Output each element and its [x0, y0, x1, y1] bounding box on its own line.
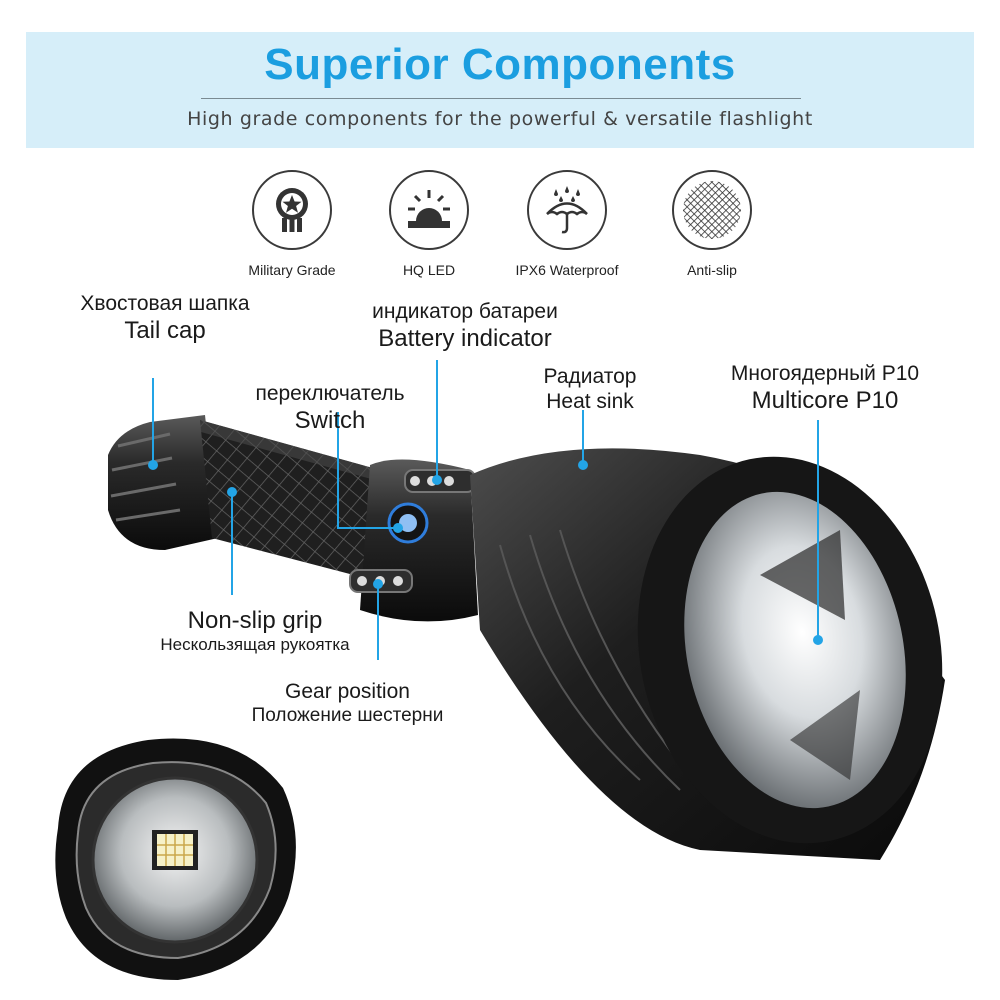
front-view-inset — [55, 738, 296, 980]
feature-hq-led: HQ LED — [349, 170, 509, 278]
callout-multicore-en: Multicore P10 — [751, 386, 899, 414]
feature-anti-slip: Anti-slip — [632, 170, 792, 278]
callout-gear: Gear position Положение шестерни — [225, 680, 470, 727]
feature-label: HQ LED — [402, 262, 456, 278]
lens-bezel — [637, 456, 943, 844]
page-subtitle: High grade components for the powerful &… — [187, 108, 813, 130]
header-banner: Superior Components High grade component… — [26, 32, 974, 148]
feature-waterproof: IPX6 Waterproof — [487, 170, 647, 278]
tail-cap — [108, 415, 218, 550]
callout-switch-en: Switch — [294, 406, 366, 434]
callout-heat-sink: Радиатор Heat sink — [520, 365, 660, 415]
page-title: Superior Components — [264, 40, 736, 89]
title-divider — [201, 98, 801, 99]
callout-battery: индикатор батареи Battery indicator — [330, 300, 600, 353]
callout-switch: переключатель Switch — [230, 382, 430, 435]
led-sunrise-icon — [389, 170, 469, 250]
callout-grip-en: Non-slip grip — [187, 607, 323, 634]
feature-label: Military Grade — [248, 262, 336, 278]
callout-gear-en: Gear position — [285, 680, 410, 703]
callout-gear-ru: Положение шестерни — [251, 704, 444, 726]
callout-switch-ru: переключатель — [255, 382, 405, 405]
feature-label: Anti-slip — [687, 262, 737, 278]
callout-multicore: Многоядерный P10 Multicore P10 — [700, 362, 950, 415]
knurled-texture-icon — [672, 170, 752, 250]
callout-multicore-ru: Многоядерный P10 — [730, 362, 920, 385]
callout-battery-ru: индикатор батареи — [372, 300, 558, 323]
umbrella-rain-icon — [527, 170, 607, 250]
callout-battery-en: Battery indicator — [378, 324, 552, 352]
grip-section — [200, 420, 392, 585]
feature-label: IPX6 Waterproof — [515, 262, 619, 278]
callout-lines — [148, 360, 823, 660]
switch-collar — [349, 459, 478, 622]
callout-grip-ru: Нескользящая рукоятка — [160, 635, 350, 655]
callout-tail-cap: Хвостовая шапка Tail cap — [50, 292, 280, 345]
flashlight-illustration — [108, 360, 945, 860]
callout-heat-sink-en: Heat sink — [546, 389, 634, 413]
feature-military-grade: Military Grade — [212, 170, 372, 278]
callout-grip: Non-slip grip Нескользящая рукоятка — [130, 607, 380, 655]
callout-tail-cap-en: Tail cap — [124, 316, 206, 344]
military-medal-icon — [252, 170, 332, 250]
callout-tail-cap-ru: Хвостовая шапка — [80, 292, 250, 315]
callout-heat-sink-ru: Радиатор — [543, 365, 637, 388]
